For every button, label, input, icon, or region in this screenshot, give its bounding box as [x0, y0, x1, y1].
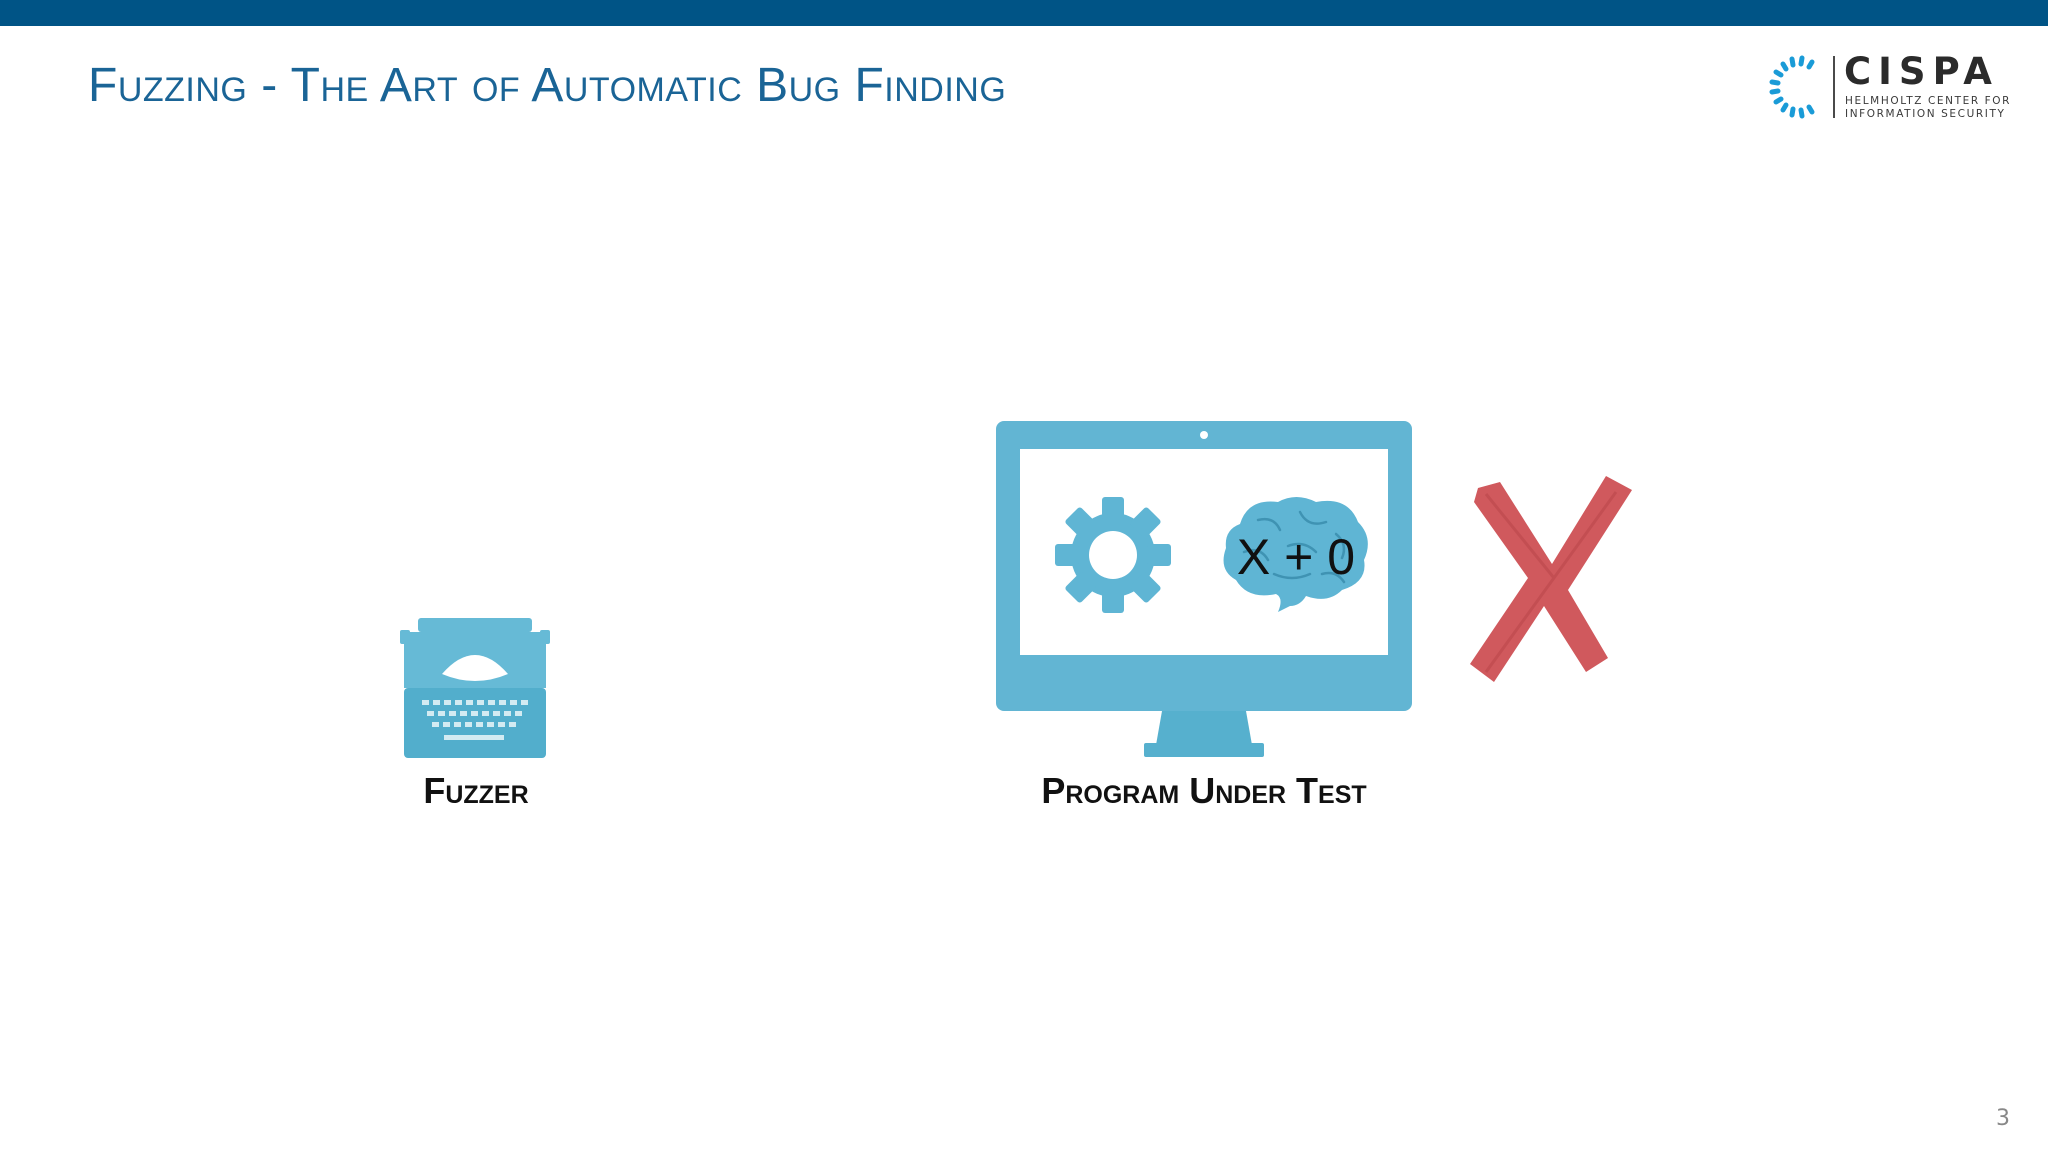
- logo-name: CISPA: [1844, 50, 1999, 93]
- cispa-logo-mark-icon: [1769, 55, 1815, 119]
- red-cross-icon: [1470, 476, 1632, 682]
- page-number: 3: [1996, 1106, 2010, 1131]
- logo-subtitle-line2: INFORMATION SECURITY: [1845, 108, 2006, 120]
- gear-icon: [1055, 497, 1171, 613]
- cispa-logo: CISPA HELMHOLTZ CENTER FOR INFORMATION S…: [1768, 50, 2011, 122]
- brain-icon: [1223, 497, 1368, 612]
- fuzzer-label: Fuzzer: [423, 770, 529, 811]
- logo-divider: [1833, 56, 1835, 118]
- typewriter-icon: [400, 618, 550, 758]
- top-bar: [0, 0, 2048, 26]
- logo-subtitle: HELMHOLTZ CENTER FOR INFORMATION SECURIT…: [1845, 95, 2011, 121]
- program-under-test-label: Program Under Test: [1041, 770, 1367, 811]
- expression-text: X + 0: [1236, 529, 1356, 585]
- slide-title: Fuzzing - The Art of Automatic Bug Findi…: [88, 59, 1007, 112]
- logo-subtitle-line1: HELMHOLTZ CENTER FOR: [1845, 95, 2012, 107]
